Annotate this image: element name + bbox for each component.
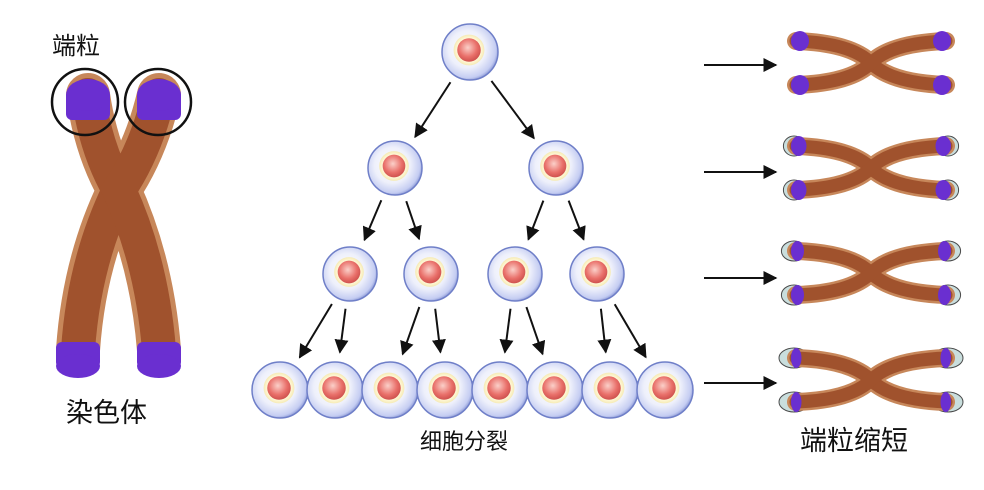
division-arrow xyxy=(499,308,514,354)
telomere-cap xyxy=(933,75,951,95)
telomere-cap-bottom-right xyxy=(137,342,181,378)
telomere-cap xyxy=(791,241,804,261)
stage-arrows xyxy=(704,58,778,390)
division-arrow xyxy=(362,199,383,242)
cell-division-tree xyxy=(251,23,694,419)
division-arrow xyxy=(567,200,586,241)
cell xyxy=(361,361,419,419)
telomere-shortening-series xyxy=(778,31,964,413)
division-arrows xyxy=(298,80,647,359)
cell xyxy=(367,140,423,196)
cell xyxy=(403,246,459,302)
telomere-cap xyxy=(940,392,951,412)
cell xyxy=(471,361,529,419)
chromosome-large xyxy=(50,67,193,378)
telomere-cap xyxy=(935,136,951,156)
cell xyxy=(636,361,694,419)
telomere-cap xyxy=(938,241,951,261)
division-arrow xyxy=(613,303,647,359)
telomere-cap xyxy=(791,348,802,368)
cell xyxy=(441,23,499,81)
division-arrow xyxy=(597,308,612,354)
division-arrow xyxy=(431,308,446,354)
division-arrow xyxy=(298,303,333,359)
telomere-cap xyxy=(938,285,951,305)
telomere-cap-bottom-left xyxy=(56,342,100,378)
division-arrow xyxy=(414,81,452,139)
division-arrow xyxy=(490,80,535,140)
telomere-cap xyxy=(791,31,809,51)
shortened-chromosome xyxy=(780,240,962,306)
telomere-cap xyxy=(791,136,807,156)
telomere-highlight-circle-left xyxy=(50,67,120,137)
division-arrow xyxy=(405,200,422,241)
telomere-label: 端粒 xyxy=(52,32,100,60)
cell xyxy=(528,140,584,196)
cell xyxy=(416,361,474,419)
division-arrow xyxy=(334,308,349,354)
division-arrow xyxy=(526,200,545,241)
division-arrow xyxy=(525,306,546,356)
telomere-cap xyxy=(791,180,807,200)
shortened-chromosome xyxy=(787,31,955,95)
shortened-chromosome xyxy=(778,347,964,413)
telomere-cap-top-left xyxy=(66,79,110,120)
cell xyxy=(322,246,378,302)
telomere-cap xyxy=(940,348,951,368)
telomere-highlight-circle-right xyxy=(123,67,193,137)
telomere-cap xyxy=(791,75,809,95)
telomere-cap xyxy=(933,31,951,51)
telomere-cap xyxy=(791,392,802,412)
shortened-chromosome xyxy=(782,135,960,201)
telomere-shortening-label: 端粒缩短 xyxy=(800,426,908,457)
cell xyxy=(581,361,639,419)
cell xyxy=(569,246,625,302)
cell xyxy=(487,246,543,302)
telomere-cap xyxy=(791,285,804,305)
cell xyxy=(251,361,309,419)
chromosome-label: 染色体 xyxy=(66,398,147,429)
division-arrow xyxy=(400,306,421,356)
telomere-cap-top-right xyxy=(137,79,181,120)
cell-division-label: 细胞分裂 xyxy=(420,430,509,455)
cell xyxy=(526,361,584,419)
telomere-cap xyxy=(935,180,951,200)
chromosome-large-body xyxy=(56,73,181,372)
cell xyxy=(306,361,364,419)
